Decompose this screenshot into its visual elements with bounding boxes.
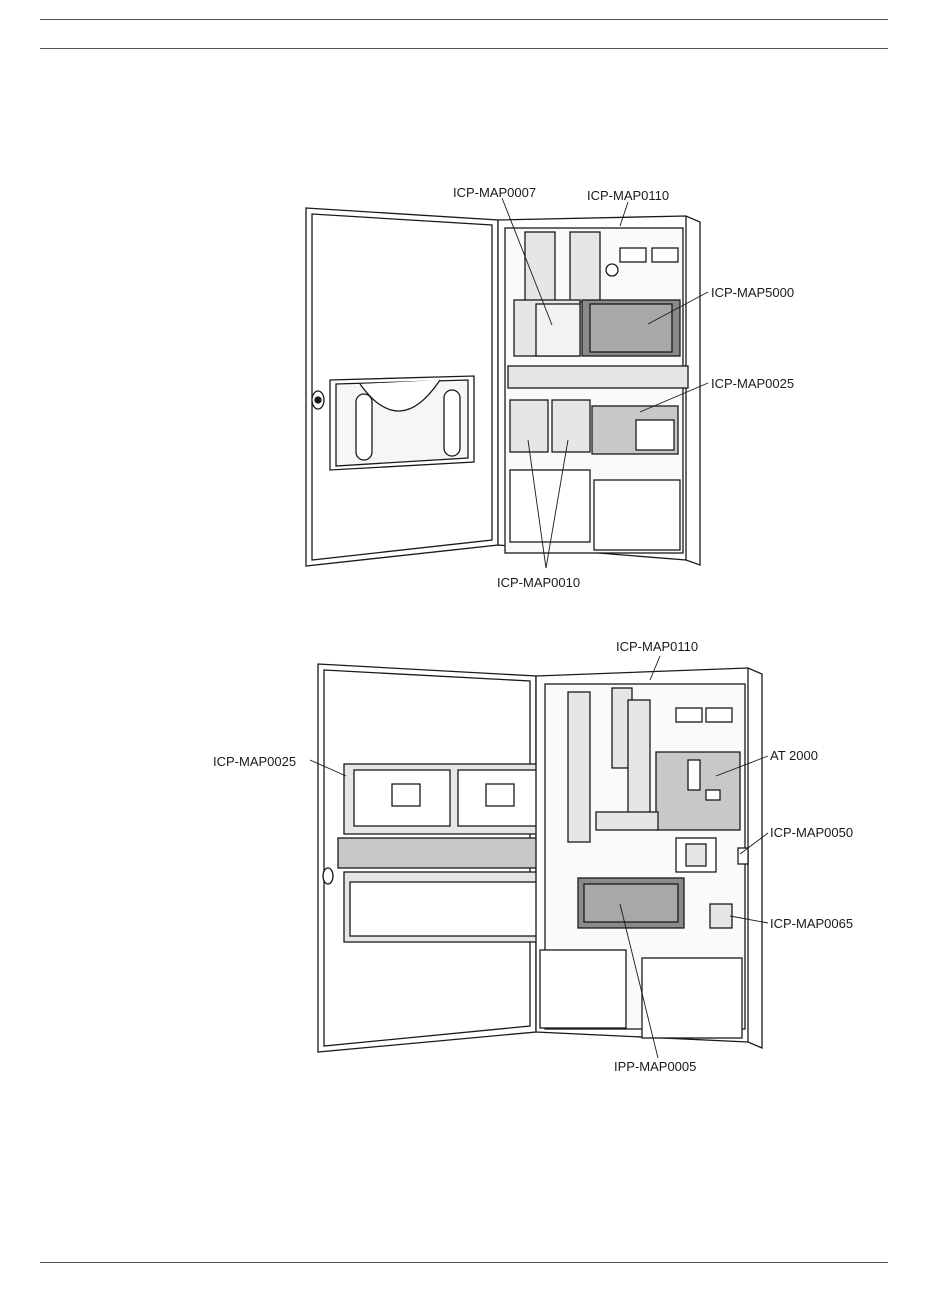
enclosure-diagram-top: ICP-MAP0007 ICP-MAP0110 ICP-MAP5000 ICP-…: [0, 180, 950, 600]
label-icp-map0007: ICP-MAP0007: [453, 185, 536, 200]
label-icp-map5000: ICP-MAP5000: [711, 285, 794, 300]
door-left: [306, 208, 498, 566]
cabinet-body: [498, 216, 700, 565]
label-icp-map0025-top: ICP-MAP0025: [711, 376, 794, 391]
label-icp-map0010: ICP-MAP0010: [497, 575, 580, 590]
label-icp-map0025-bottom: ICP-MAP0025: [213, 754, 296, 769]
label-ipp-map0005: IPP-MAP0005: [614, 1059, 696, 1074]
label-icp-map0110-top: ICP-MAP0110: [587, 188, 669, 203]
cabinet-body: [536, 668, 762, 1048]
footer-rule: [40, 1262, 888, 1263]
label-icp-map0050: ICP-MAP0050: [770, 825, 853, 840]
label-at2000: AT 2000: [770, 748, 818, 763]
label-icp-map0065: ICP-MAP0065: [770, 916, 853, 931]
door-left: [318, 664, 548, 1052]
header-rule-top: [40, 19, 888, 20]
enclosure-diagram-bottom: ICP-MAP0110 ICP-MAP0025 AT 2000 ICP-MAP0…: [0, 630, 950, 1080]
header-rule-bottom: [40, 48, 888, 49]
label-icp-map0110-bottom: ICP-MAP0110: [616, 639, 698, 654]
